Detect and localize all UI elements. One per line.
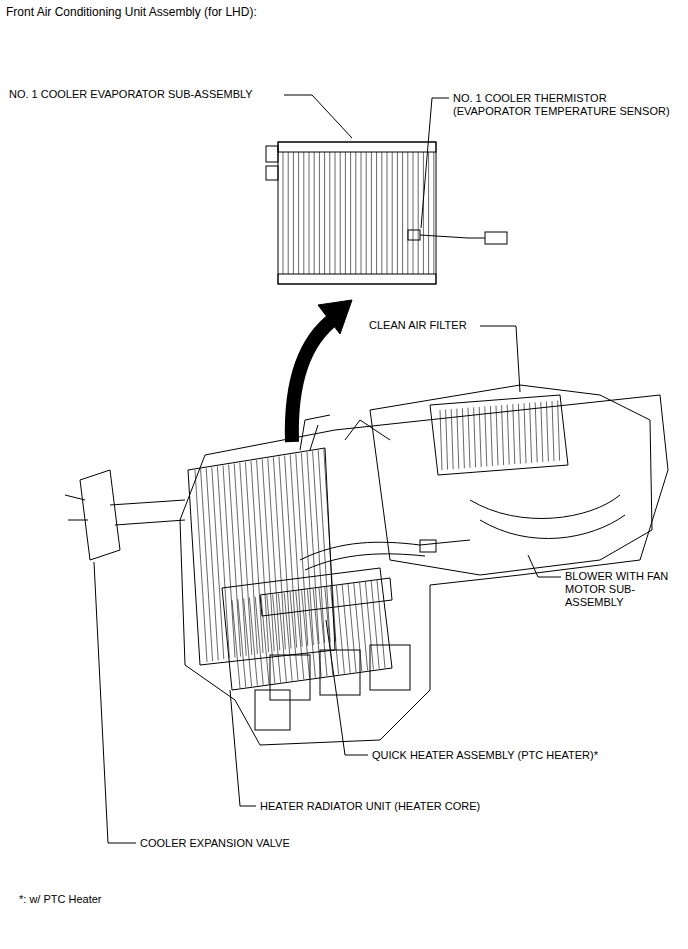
part-name: HEATER RADIATOR UNIT (HEATER CORE) (259, 800, 481, 813)
part-name: QUICK HEATER ASSEMBLY (PTC HEATER)* (371, 749, 599, 762)
evaporator-detail (266, 142, 507, 284)
part-name: CLEAN AIR FILTER (368, 319, 468, 332)
footnote: *: w/ PTC Heater (18, 893, 103, 906)
part-name: BLOWER WITH FAN MOTOR SUB-ASSEMBLY (564, 570, 676, 609)
assembly-outline (65, 385, 668, 745)
part-name: COOLER EXPANSION VALVE (139, 837, 291, 850)
part-name: NO. 1 COOLER EVAPORATOR SUB-ASSEMBLY (8, 88, 254, 101)
part-name: NO. 1 COOLER THERMISTOR (EVAPORATOR TEMP… (452, 92, 679, 118)
diagram-title: Front Air Conditioning Unit Assembly (fo… (6, 5, 257, 19)
leader-lines (94, 95, 561, 843)
